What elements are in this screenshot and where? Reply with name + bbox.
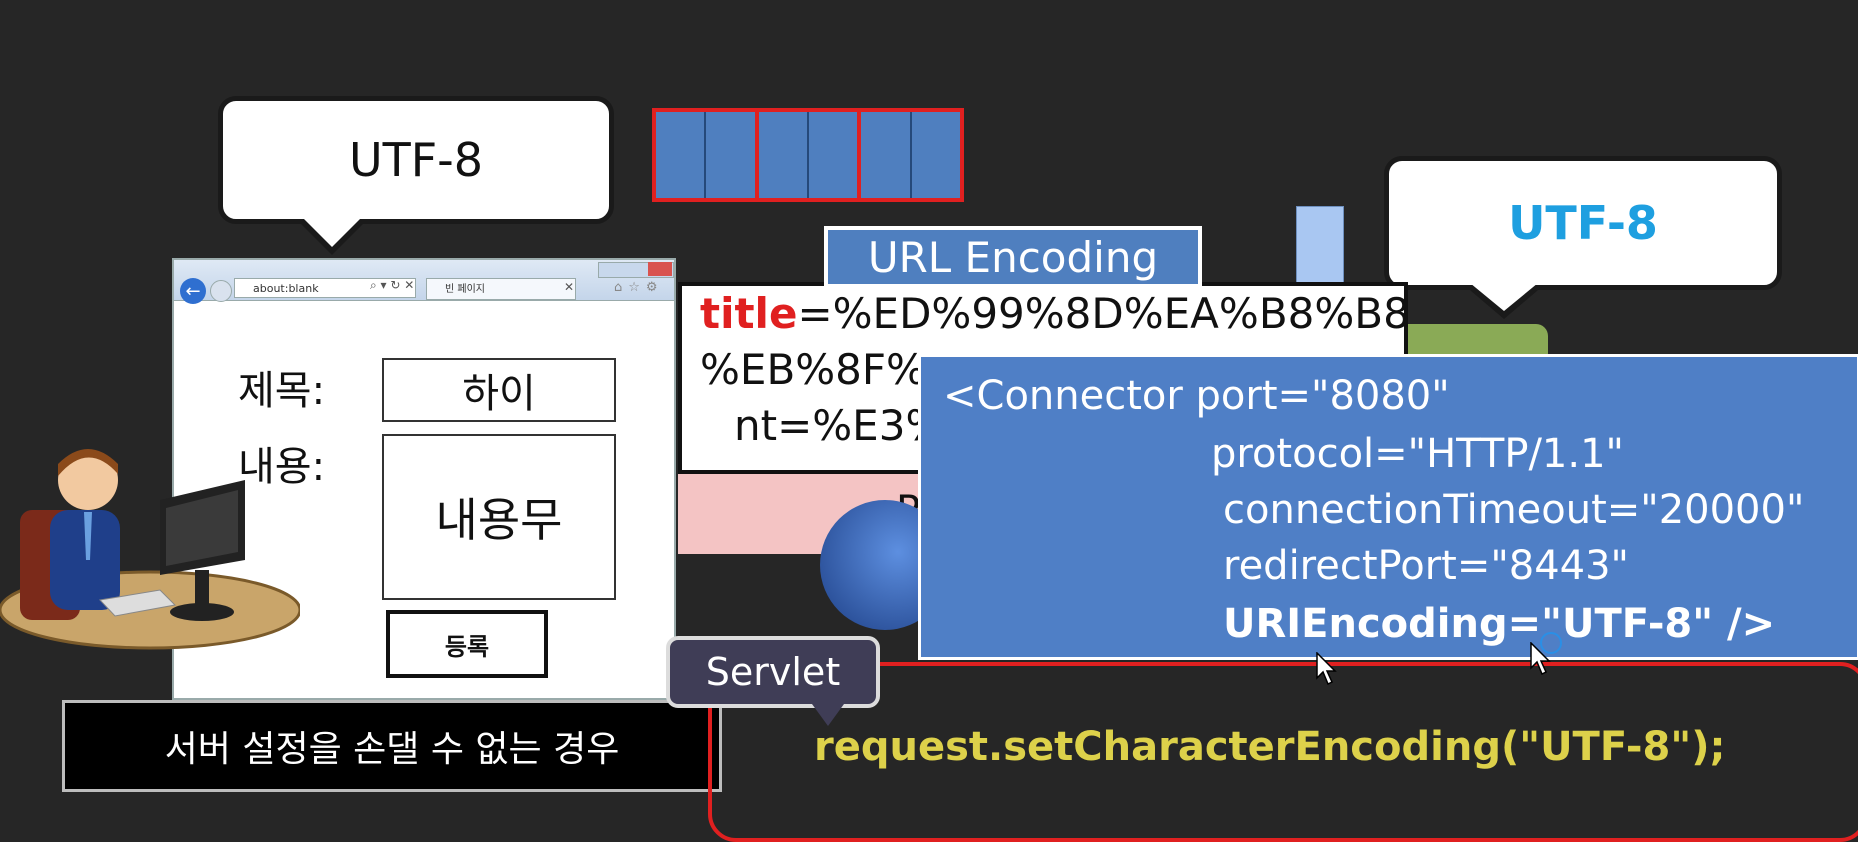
- utf8-bubble-right-text: UTF-8: [1508, 196, 1658, 250]
- window-close-button[interactable]: [648, 262, 672, 276]
- byte-block: [861, 112, 912, 198]
- connector-config-panel: <Connector port="8080" protocol="HTTP/1.…: [918, 354, 1858, 660]
- title-input-value: 하이: [462, 371, 536, 417]
- content-textarea[interactable]: 내용무: [382, 434, 616, 600]
- connector-line-protocol: protocol="HTTP/1.1": [1211, 431, 1624, 477]
- bubble-right-tail-fill: [1470, 283, 1538, 311]
- url-encoding-label: URL Encoding: [824, 226, 1202, 288]
- connector-line-uriencoding: URIEncoding="UTF-8" />: [1223, 601, 1776, 647]
- connector-line-port: <Connector port="8080": [943, 373, 1450, 419]
- encoded-value: =%ED%99%8D%EA%B8%B8: [797, 289, 1408, 338]
- code-line: request.setCharacterEncoding("UTF-8");: [814, 724, 1726, 770]
- content-label: 내용:: [238, 444, 326, 490]
- browser-tab[interactable]: 빈 페이지: [426, 278, 576, 300]
- tab-close-icon[interactable]: ✕: [564, 280, 575, 294]
- submit-button[interactable]: 등록: [386, 610, 548, 678]
- utf8-bubble-left-text: UTF-8: [348, 133, 484, 187]
- servlet-label-tail: [812, 704, 844, 726]
- content-textarea-value: 내용무: [435, 493, 563, 547]
- title-label: 제목:: [238, 368, 326, 414]
- mouse-cursor-icon: [1530, 642, 1551, 676]
- forward-button[interactable]: [210, 280, 232, 302]
- connector-line-redirect: redirectPort="8443": [1223, 543, 1629, 589]
- utf8-bubble-right: UTF-8: [1384, 156, 1782, 290]
- browser-nav-icons[interactable]: ⌂☆⚙: [614, 280, 664, 295]
- encoded-line-2: %EB%8F%: [700, 345, 926, 394]
- encoded-key-title: title: [700, 289, 798, 338]
- back-arrow-icon[interactable]: ←: [180, 278, 206, 304]
- address-bar-icons[interactable]: ⌕ ▾ ↻ ✕: [370, 278, 415, 292]
- mouse-cursor-icon: [1316, 652, 1337, 686]
- bubble-left-tail-fill: [302, 217, 362, 247]
- byte-block: [656, 112, 707, 198]
- servlet-label: Servlet: [666, 636, 880, 708]
- encoded-line-3: nt=%E3%: [734, 401, 946, 450]
- utf8-bubble-left: UTF-8: [218, 96, 614, 224]
- title-input[interactable]: 하이: [382, 358, 616, 422]
- byte-block: [808, 112, 862, 198]
- connector-line-timeout: connectionTimeout="20000": [1223, 487, 1805, 533]
- byte-block: [911, 112, 960, 198]
- encoded-line-1: title=%ED%99%8D%EA%B8%B8: [700, 286, 1404, 342]
- byte-blocks: [652, 108, 964, 202]
- person-at-desk-illustration: [0, 449, 300, 650]
- click-indicator: [1540, 632, 1562, 654]
- caption-box: 서버 설정을 손댈 수 없는 경우: [62, 700, 722, 792]
- byte-block: [758, 112, 809, 198]
- address-bar[interactable]: about:blank: [234, 278, 416, 298]
- byte-block: [706, 112, 759, 198]
